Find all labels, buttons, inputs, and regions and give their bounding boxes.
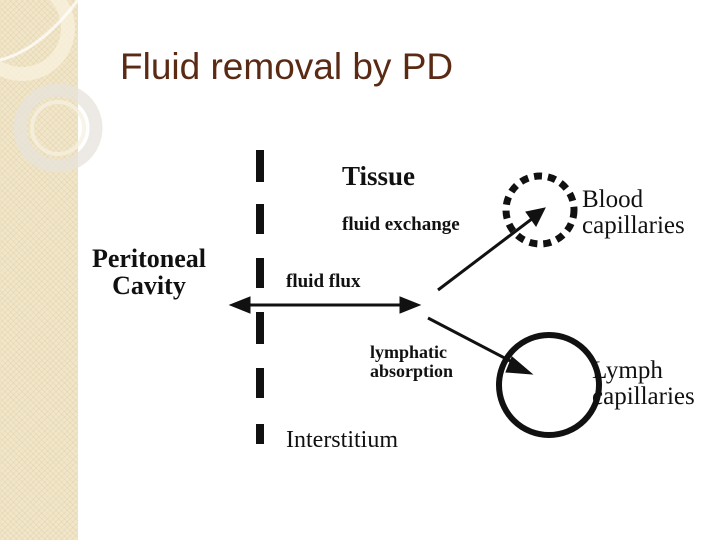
peritoneal-cavity-line-1: Peritoneal	[91, 244, 207, 273]
blood-capillaries-line-1: Blood	[582, 186, 644, 213]
lymphatic-absorption-line-1: lymphatic	[370, 342, 448, 362]
fluid-flux-label: fluid flux	[286, 271, 361, 292]
tissue-label: Tissue	[342, 161, 416, 191]
decorative-swirls	[0, 0, 103, 173]
lymphatic-absorption-arrow	[427, 316, 534, 375]
fluid-exchange-arrow	[437, 207, 546, 292]
lymph-capillaries-label: Lymph capillaries	[592, 357, 695, 411]
lymphatic-absorption-label: lymphatic absorption	[370, 343, 453, 381]
slide-title: Fluid removal by PD	[120, 46, 454, 87]
fluid-exchange-label: fluid exchange	[342, 214, 460, 235]
fluid-flux-arrow	[228, 296, 422, 314]
lymph-capillary-circle	[496, 332, 602, 438]
lymph-capillaries-line-1: Lymph	[592, 357, 663, 384]
lymphatic-absorption-line-2: absorption	[370, 360, 454, 381]
peritoneal-membrane-dashes	[256, 150, 264, 444]
interstitium-label: Interstitium	[286, 427, 398, 453]
peritoneal-cavity-line-2: Cavity	[112, 271, 186, 301]
lymph-capillaries-line-2: capillaries	[592, 383, 695, 411]
peritoneal-cavity-label: Peritoneal Cavity	[80, 245, 218, 300]
blood-capillaries-line-2: capillaries	[582, 212, 685, 240]
blood-capillaries-label: Blood capillaries	[582, 186, 685, 240]
blood-capillary-circle	[502, 172, 578, 248]
